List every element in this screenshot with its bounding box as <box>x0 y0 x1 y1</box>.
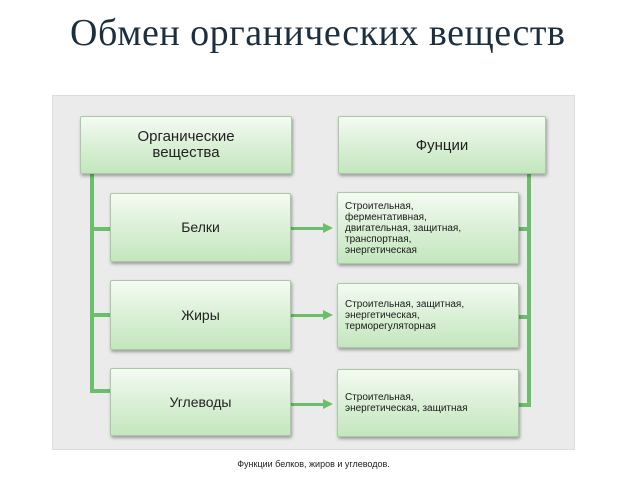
arrowhead-proteins <box>323 223 333 233</box>
functions-header-box: Фунции <box>338 116 546 174</box>
branch-line-fats <box>90 313 112 317</box>
fats-box: Жиры <box>110 280 291 350</box>
arrowhead-carbs <box>323 399 333 409</box>
carbohydrates-box: Углеводы <box>110 368 291 436</box>
proteins-box: Белки <box>110 193 291 262</box>
arrow-line-carbs <box>291 403 323 406</box>
fats-functions-box: Строительная, защитная, энергетическая, … <box>337 283 519 348</box>
diagram-frame: Органические вещества Фунции Белки Жиры … <box>52 95 575 450</box>
right-branch-line-2 <box>518 315 531 319</box>
carbohydrates-label: Углеводы <box>169 393 232 410</box>
carbohydrates-functions-box: Строительная, энергетическая, защитная <box>337 369 519 437</box>
diagram-caption: Функции белков, жиров и углеводов. <box>237 459 390 469</box>
organic-substances-label: Органические вещества <box>137 128 235 161</box>
branch-line-proteins <box>90 227 112 231</box>
organic-substances-box: Органические вещества <box>80 116 292 174</box>
arrow-line-proteins <box>291 227 323 230</box>
fats-functions-text: Строительная, защитная, энергетическая, … <box>345 299 465 332</box>
arrowhead-fats <box>323 310 333 320</box>
diagram-image: Органические вещества Фунции Белки Жиры … <box>52 95 575 480</box>
branch-line-carbs <box>90 389 112 393</box>
arrow-line-fats <box>291 314 323 317</box>
slide-title: Обмен органических веществ <box>70 12 566 54</box>
right-branch-line-3 <box>518 403 531 407</box>
right-branch-line-1 <box>518 227 531 231</box>
left-trunk-line <box>90 174 94 393</box>
proteins-functions-box: Строительная, ферментативная, двигательн… <box>337 192 519 264</box>
carbohydrates-functions-text: Строительная, энергетическая, защитная <box>345 392 468 414</box>
proteins-label: Белки <box>181 219 220 235</box>
fats-label: Жиры <box>181 306 220 323</box>
proteins-functions-text: Строительная, ферментативная, двигательн… <box>345 200 462 256</box>
functions-header-label: Фунции <box>415 136 469 154</box>
right-trunk-line <box>527 174 531 407</box>
